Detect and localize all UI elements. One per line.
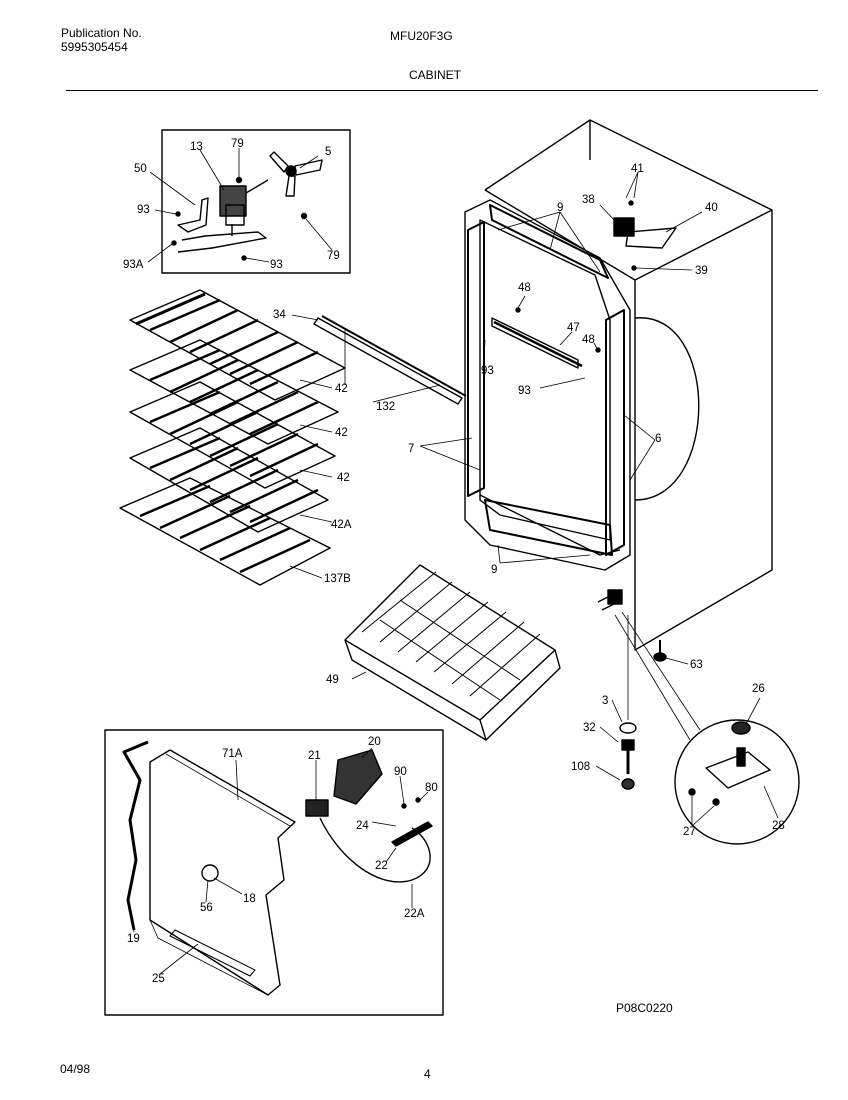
hinge-bracket-28 bbox=[705, 721, 771, 789]
wire-shelf-42A bbox=[129, 427, 329, 533]
callout-79b: 79 bbox=[327, 250, 340, 262]
hinge-detail-circle bbox=[674, 719, 800, 845]
callout-132: 132 bbox=[376, 401, 395, 413]
callout-42-mid: 42 bbox=[335, 427, 348, 439]
screw-93-inset bbox=[175, 211, 181, 217]
callout-80: 80 bbox=[425, 782, 438, 794]
fan-motor-assembly bbox=[177, 179, 269, 253]
callout-108: 108 bbox=[571, 761, 590, 773]
callout-27: 27 bbox=[683, 826, 696, 838]
panel-71A bbox=[149, 749, 296, 996]
cabinet-body bbox=[484, 119, 773, 651]
callout-21: 21 bbox=[308, 750, 321, 762]
callout-18: 18 bbox=[243, 893, 256, 905]
wire-shelf-137B bbox=[119, 477, 331, 586]
shelf-rail-34 bbox=[313, 315, 467, 405]
page-number: 4 bbox=[424, 1067, 431, 1081]
callout-42A: 42A bbox=[331, 519, 352, 531]
wire-shelf-42-third bbox=[129, 381, 336, 489]
hinge-top-38 bbox=[613, 217, 677, 249]
footer-date: 04/98 bbox=[60, 1062, 91, 1076]
callout-93-right: 93 bbox=[518, 385, 531, 397]
hinge-pin-32 bbox=[621, 739, 635, 774]
washer-3 bbox=[619, 722, 637, 734]
callout-40: 40 bbox=[705, 202, 718, 214]
callout-9-bottom: 9 bbox=[491, 564, 497, 576]
callout-50: 50 bbox=[134, 163, 147, 175]
damper-21 bbox=[305, 799, 329, 817]
publication-label: Publication No. bbox=[61, 26, 142, 40]
fan-motor-inset-box bbox=[161, 129, 351, 274]
grommet-56 bbox=[201, 864, 219, 882]
wire-basket-49 bbox=[344, 564, 561, 741]
callout-93-inset-bottom: 93 bbox=[270, 259, 283, 271]
screw-39 bbox=[631, 265, 637, 271]
callout-labels: 13 79 5 50 93 93A 93 79 9 41 38 40 39 34… bbox=[123, 138, 785, 985]
drawing-code: P08C0220 bbox=[616, 1001, 673, 1015]
callout-34: 34 bbox=[273, 309, 286, 321]
bushing-108 bbox=[621, 778, 635, 790]
callout-56: 56 bbox=[200, 902, 213, 914]
callout-28: 28 bbox=[772, 820, 785, 832]
model-number: MFU20F3G bbox=[390, 29, 453, 43]
cover-20 bbox=[333, 749, 383, 805]
callout-63: 63 bbox=[690, 659, 703, 671]
thermostat-wiring-22A bbox=[319, 817, 431, 883]
callout-90: 90 bbox=[394, 766, 407, 778]
callout-137B: 137B bbox=[324, 573, 351, 585]
callout-39: 39 bbox=[695, 265, 708, 277]
screw-79b bbox=[300, 212, 308, 220]
wire-shelf-42-second bbox=[129, 339, 339, 445]
callout-25: 25 bbox=[152, 973, 165, 985]
section-title: CABINET bbox=[409, 68, 462, 82]
callout-93-left: 93 bbox=[481, 365, 494, 377]
callout-49: 49 bbox=[326, 674, 339, 686]
publication-number: 5995305454 bbox=[61, 40, 128, 54]
callout-47: 47 bbox=[567, 322, 580, 334]
callout-48-left: 48 bbox=[518, 282, 531, 294]
callout-9-top: 9 bbox=[557, 202, 563, 214]
callout-22: 22 bbox=[375, 860, 388, 872]
tube-19 bbox=[122, 740, 149, 931]
callout-32: 32 bbox=[583, 722, 596, 734]
callout-19: 19 bbox=[127, 933, 140, 945]
screw-27b bbox=[712, 798, 720, 806]
callout-93-inset: 93 bbox=[137, 204, 150, 216]
heater-22 bbox=[391, 821, 433, 847]
header-rule bbox=[66, 90, 818, 91]
screw-93b-inset bbox=[241, 255, 247, 261]
callout-3: 3 bbox=[602, 695, 608, 707]
callout-42-top: 42 bbox=[335, 383, 348, 395]
callout-6: 6 bbox=[655, 433, 661, 445]
screw-80 bbox=[415, 797, 421, 803]
bottom-parts-inset-box bbox=[104, 729, 444, 1016]
leveling-leg-63 bbox=[653, 640, 667, 662]
bottom-hinge-parts bbox=[597, 589, 623, 611]
screw-90 bbox=[401, 803, 407, 809]
screw-48-left bbox=[515, 307, 521, 313]
callout-13: 13 bbox=[190, 141, 203, 153]
callout-22A: 22A bbox=[404, 908, 425, 920]
callout-41: 41 bbox=[631, 163, 644, 175]
screw-27a bbox=[688, 788, 696, 796]
callout-38: 38 bbox=[582, 194, 595, 206]
screw-41 bbox=[628, 200, 634, 206]
screw-93A-inset bbox=[171, 240, 177, 246]
callout-7: 7 bbox=[408, 443, 414, 455]
cabinet-liner bbox=[464, 199, 631, 571]
screw-79 bbox=[235, 176, 243, 184]
fan-blade bbox=[269, 151, 323, 197]
callout-42-low: 42 bbox=[337, 472, 350, 484]
callout-26: 26 bbox=[752, 683, 765, 695]
callout-48-right: 48 bbox=[582, 334, 595, 346]
callout-24: 24 bbox=[356, 820, 369, 832]
callout-79a: 79 bbox=[231, 138, 244, 150]
callout-71A: 71A bbox=[222, 748, 243, 760]
callout-93A: 93A bbox=[123, 259, 144, 271]
callout-5: 5 bbox=[325, 146, 331, 158]
crossbar-47 bbox=[491, 317, 583, 369]
callout-20: 20 bbox=[368, 736, 381, 748]
